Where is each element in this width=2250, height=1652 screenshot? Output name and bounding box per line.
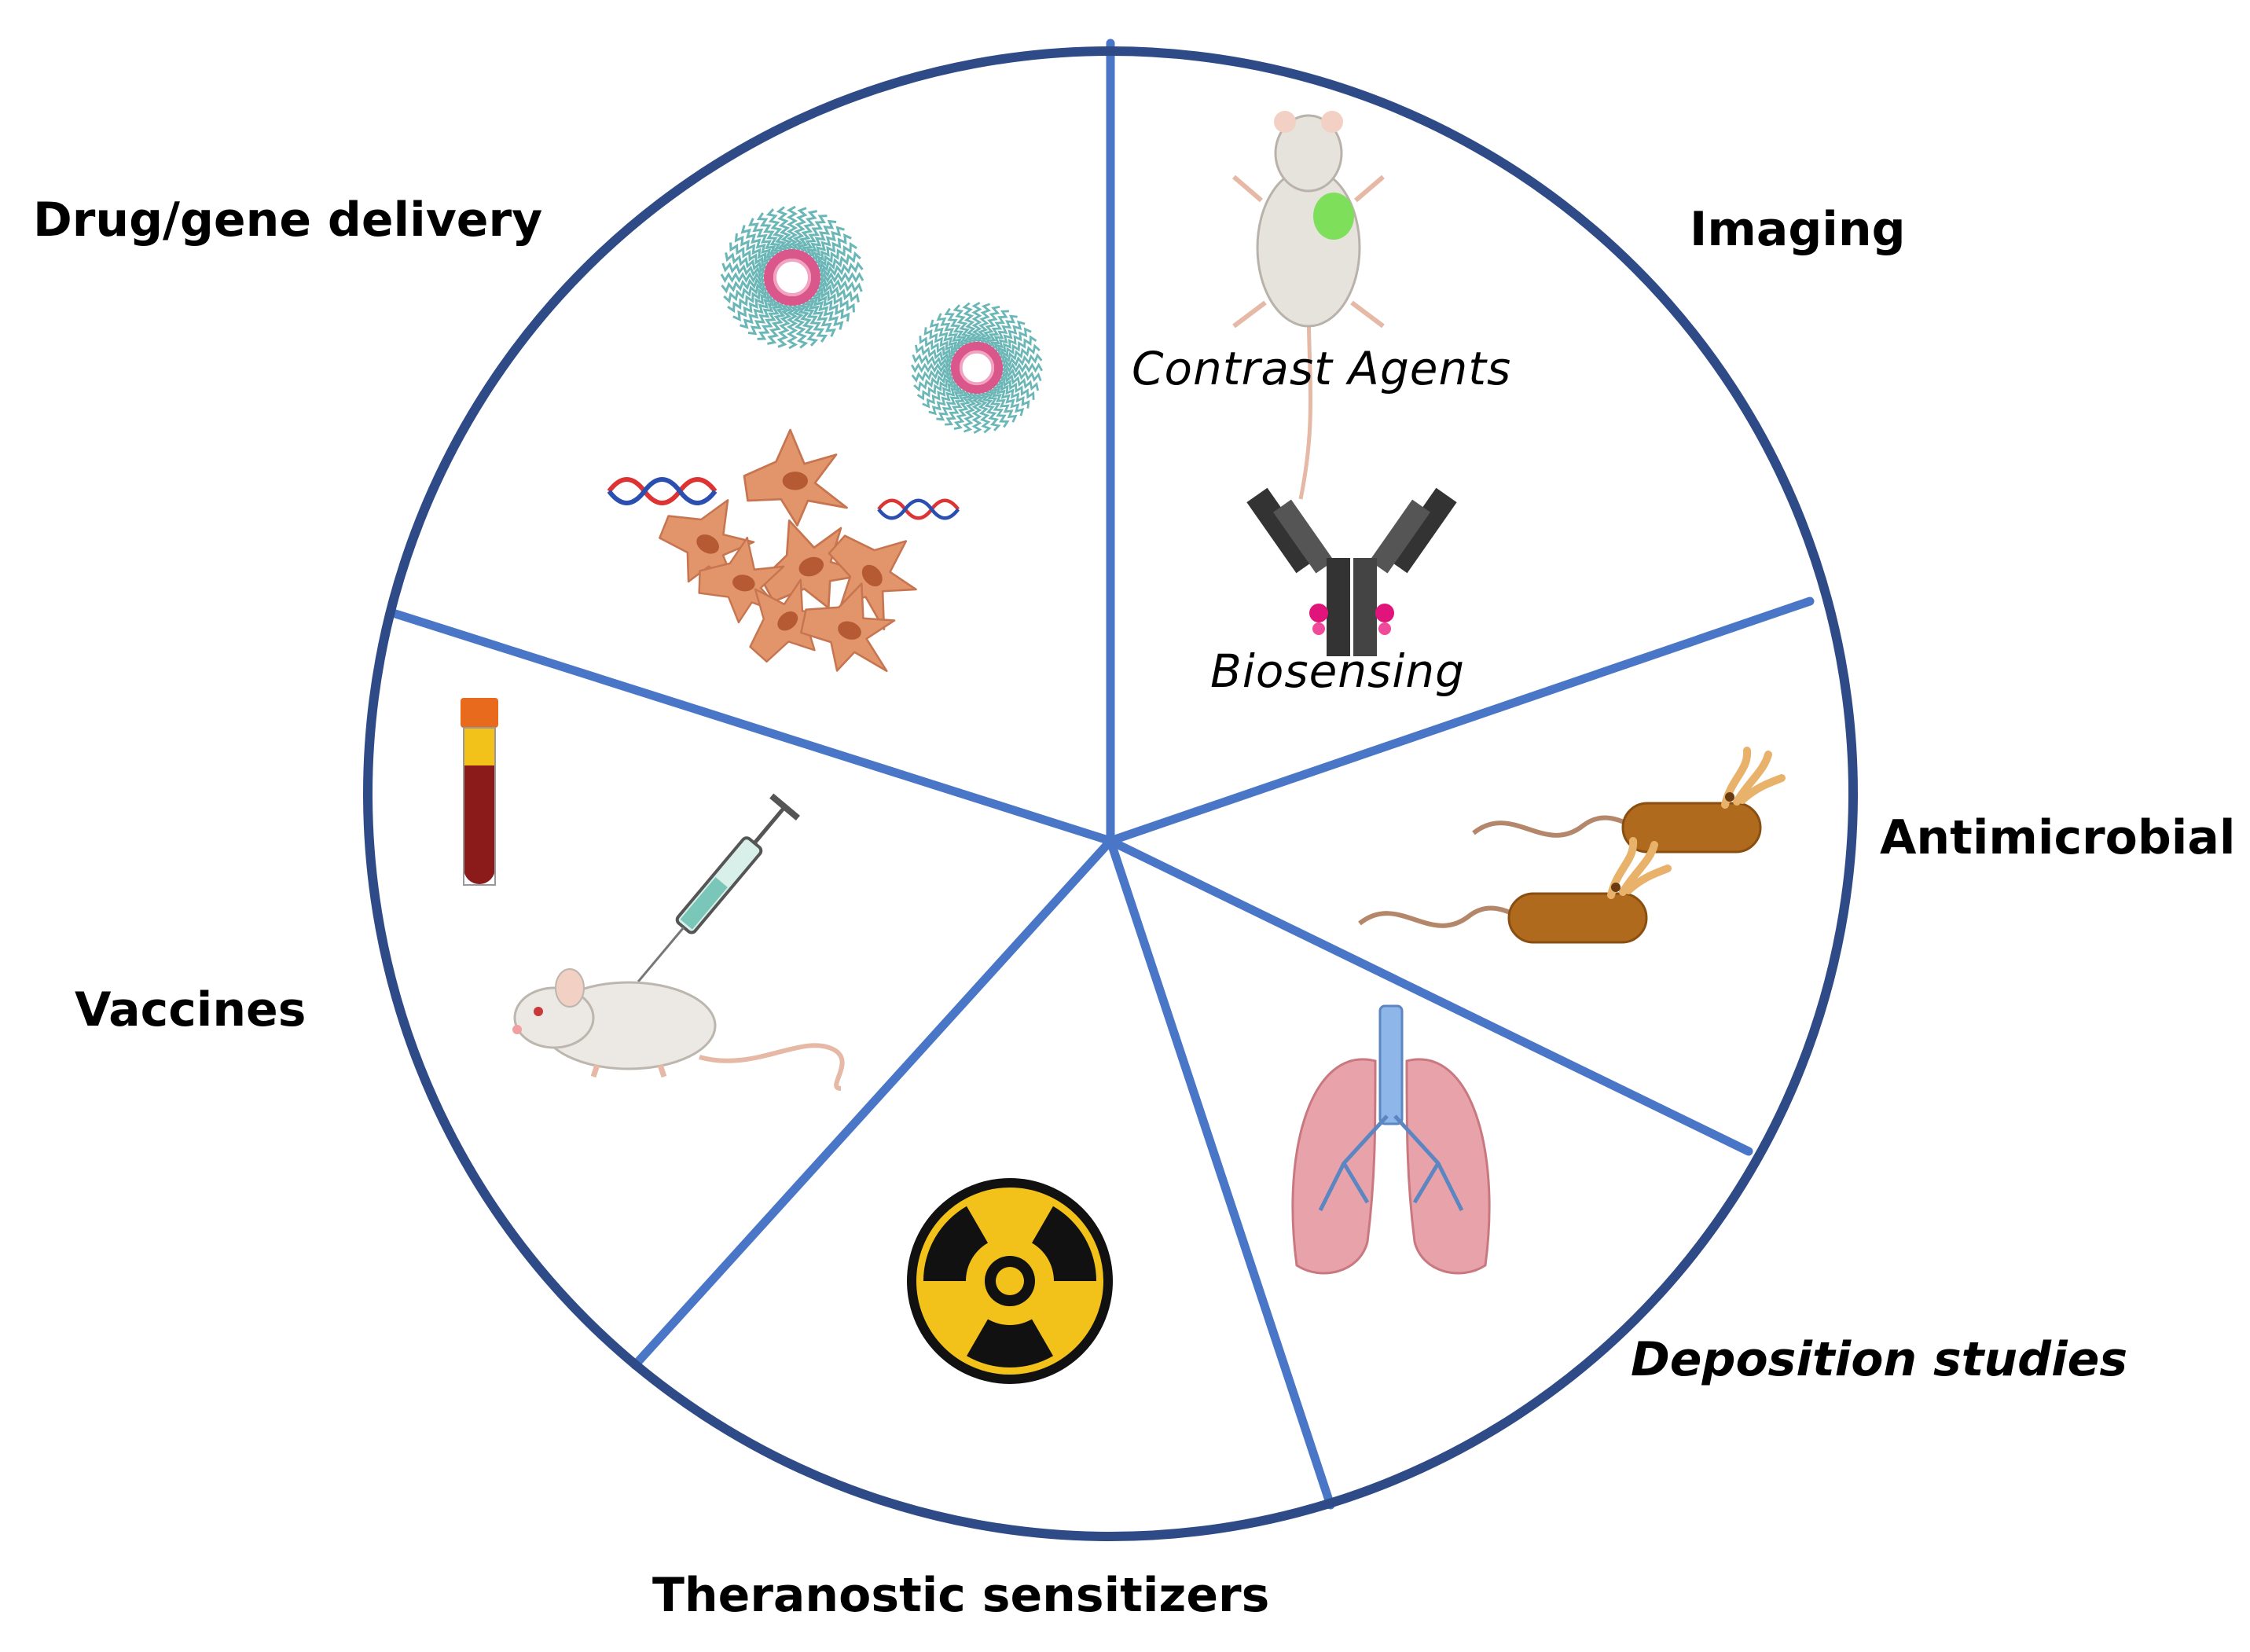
label-drug-gene-delivery: Drug/gene delivery	[33, 193, 543, 248]
radiation-icon	[907, 1178, 1113, 1384]
drug-delivery-icons	[607, 207, 1042, 688]
segment-dividers	[388, 39, 1815, 1510]
cells-icon	[644, 428, 941, 688]
label-biosensing: Biosensing	[1210, 644, 1465, 698]
label-contrast-agents: Contrast Agents	[1132, 342, 1512, 395]
antibody-icon	[1246, 487, 1457, 656]
label-imaging: Imaging	[1690, 202, 1906, 257]
mouse-icon	[512, 968, 845, 1091]
wheel-rim	[363, 46, 1858, 1541]
label-deposition-studies: Deposition studies	[1631, 1332, 2128, 1387]
dna-icon	[877, 498, 960, 520]
micelle-icon	[721, 207, 863, 348]
syringe-icon	[637, 793, 800, 982]
bacterium-icon	[1360, 751, 1782, 942]
micelle-icon	[912, 303, 1042, 433]
dna-icon	[607, 477, 718, 505]
label-antimicrobial: Antimicrobial	[1880, 810, 2236, 865]
mouse-topview-icon	[1232, 111, 1385, 500]
blood-tube-icon	[461, 698, 498, 886]
lungs-icon	[1291, 1004, 1491, 1275]
label-vaccines: Vaccines	[75, 982, 306, 1037]
label-theranostic-sensitizers: Theranostic sensitizers	[652, 1568, 1270, 1623]
